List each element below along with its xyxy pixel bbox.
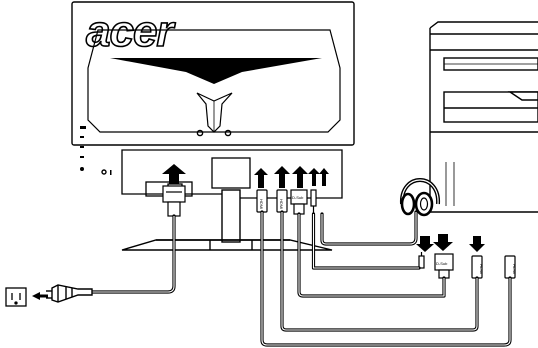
- dsub-label: D-Sub: [436, 261, 448, 266]
- audio-jack: [310, 189, 317, 207]
- pc-connectors: [418, 252, 516, 279]
- tower-top: [429, 21, 538, 29]
- hdmi-label: HDMI: [259, 199, 264, 209]
- power-led: [101, 169, 107, 175]
- arrow-up-audio-2: [319, 168, 329, 186]
- power-cable: [90, 214, 176, 294]
- arrow-up-hdmi-1: [254, 168, 268, 188]
- monitor-back-view: [71, 1, 355, 175]
- arrow-up-power: [162, 164, 186, 184]
- audio-plug: [418, 255, 425, 269]
- power-cord-plug: [162, 185, 186, 203]
- arrow-up-hdmi-2: [274, 166, 290, 188]
- screw: [225, 69, 231, 75]
- stand-neck: [221, 189, 241, 243]
- screw: [197, 69, 203, 75]
- monitor-rear-cover: [87, 29, 341, 133]
- power-outlet-icon: [5, 287, 27, 307]
- stand-hinge: [211, 157, 251, 189]
- headphone-cable: [320, 210, 418, 246]
- hdmi-label: HDMI: [512, 264, 517, 274]
- arrow-left-outlet: [32, 292, 48, 300]
- screw: [224, 129, 232, 137]
- y-emblem: [196, 92, 233, 133]
- monitor-frame: [71, 1, 355, 146]
- arrow-up-audio: [308, 168, 320, 186]
- arrow-down-audio: [416, 236, 434, 252]
- power-plug-icon: [46, 284, 93, 303]
- acer-logo: acer: [86, 7, 176, 56]
- rear-trapezoid: [110, 58, 322, 84]
- audio-cable: [311, 212, 421, 270]
- arrow-down-hdmi: [469, 236, 485, 252]
- dsub-label: D-Sub: [292, 195, 304, 200]
- monitor-connectors: [162, 185, 317, 217]
- drive-bay: [443, 91, 538, 123]
- arrow-icon: [162, 164, 485, 252]
- side-buttons: [80, 126, 86, 171]
- arrow-up-dsub: [292, 166, 308, 188]
- desktop-tower-icon: [429, 21, 538, 213]
- headphones-icon: [399, 178, 441, 217]
- screw: [196, 129, 204, 137]
- arrow-down-dsub: [433, 234, 453, 251]
- hdmi-label: HDMI: [479, 264, 484, 274]
- hdmi-label: HDMI: [279, 199, 284, 209]
